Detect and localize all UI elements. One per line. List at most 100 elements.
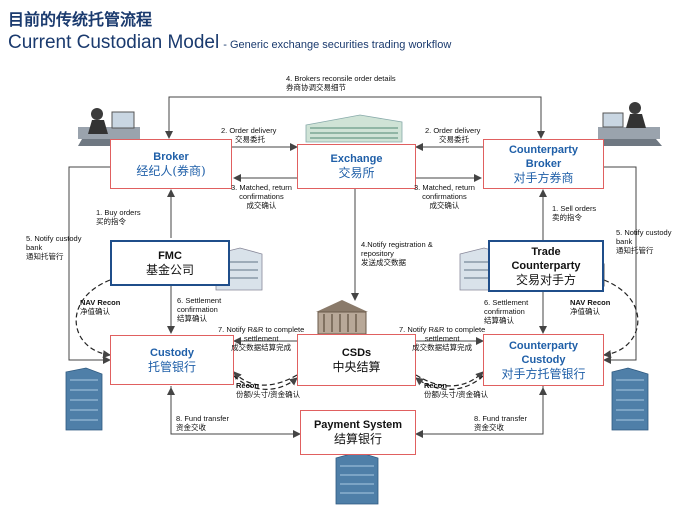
arrow-reconcile-left <box>165 96 355 139</box>
label-text: 发送成交数据 <box>361 258 406 267</box>
label-text: 3. Matched, return <box>231 183 292 192</box>
node-fmc[interactable]: FMC 基金公司 <box>110 240 230 286</box>
dashed-recon-right-return <box>415 375 484 390</box>
node-counterparty-broker-cn: 对手方券商 <box>513 170 574 185</box>
label-step7-left: 7. Notify R&R to complete settlement 成交数… <box>218 325 304 352</box>
label-step6-right: 6. Settlement confirmation 结算确认 <box>484 298 528 325</box>
label-text: Recon <box>424 381 447 390</box>
node-broker-en: Broker <box>153 150 189 163</box>
label-text: 6. Settlement <box>484 298 529 307</box>
label-step4-notify: 4.Notify registration & repository 发送成交数… <box>361 240 433 267</box>
node-counterparty-custody[interactable]: Counterparty Custody 对手方托管银行 <box>483 334 604 386</box>
node-csds-en: CSDs <box>341 346 372 359</box>
label-text: confirmations <box>422 192 467 201</box>
label-step7-right: 7. Notify R&R to complete settlement 成交数… <box>399 325 485 352</box>
dashed-recon-left <box>233 371 298 386</box>
node-broker-cn: 经纪人(券商) <box>136 163 206 178</box>
label-text: 4. Brokers reconsile order details <box>286 74 396 83</box>
label-text: confirmation <box>484 307 525 316</box>
label-text: bank <box>26 243 43 252</box>
label-step5-right: 5. Notify custody bank 通知托管行 <box>616 228 671 255</box>
label-text: 8. Fund transfer <box>176 414 229 423</box>
node-counterparty-custody-cn: 对手方托管银行 <box>501 366 586 381</box>
node-payment-system-en: Payment System <box>313 419 403 431</box>
node-exchange[interactable]: Exchange 交易所 <box>297 144 416 189</box>
title-english: Current Custodian Model- Generic exchang… <box>8 32 451 54</box>
arrow-notify-custody-right <box>603 166 637 364</box>
label-text: 通知托管行 <box>26 252 64 261</box>
label-text: 7. Notify R&R to complete <box>218 325 305 334</box>
node-counterparty-broker[interactable]: Counterparty Broker 对手方券商 <box>483 139 604 189</box>
label-text: 成交数据结算完成 <box>412 343 473 352</box>
label-text: settlement <box>424 334 460 343</box>
node-broker[interactable]: Broker 经纪人(券商) <box>110 139 232 189</box>
label-step8-right: 8. Fund transfer 资金交收 <box>474 414 527 432</box>
arrow-reconcile-right <box>355 96 545 139</box>
person-at-computer-icon <box>78 108 140 146</box>
label-text: 成交数据结算完成 <box>231 343 292 352</box>
node-trade-counterparty[interactable]: Trade Counterparty 交易对手方 <box>488 240 604 292</box>
label-text: 成交确认 <box>429 201 460 210</box>
label-text: 8. Fund transfer <box>474 414 527 423</box>
label-text: NAV Recon <box>570 298 611 307</box>
node-fmc-en: FMC <box>158 249 182 262</box>
arrow-fund-transfer-right-return <box>500 387 547 435</box>
person-at-computer-icon <box>594 102 662 146</box>
dashed-recon-right <box>415 371 484 387</box>
label-step2-left: 2. Order delivery 交易委托 <box>221 126 276 144</box>
label-recon-right: Recon 份额/头寸/资金确认 <box>424 381 488 399</box>
node-custody-en: Custody <box>150 346 194 359</box>
label-text: repository <box>361 249 394 258</box>
node-fmc-cn: 基金公司 <box>145 262 194 277</box>
label-text: 6. Settlement <box>177 296 222 305</box>
label-step5-left: 5. Notify custody bank 通知托管行 <box>26 234 81 261</box>
label-text: 结算确认 <box>177 314 207 323</box>
node-custody-cn: 托管银行 <box>147 359 196 374</box>
label-text: 结算确认 <box>484 316 514 325</box>
label-text: 卖的指令 <box>552 213 582 222</box>
label-text: 5. Notify custody <box>616 228 672 237</box>
label-text: Recon <box>236 381 259 390</box>
bank-building-icon <box>316 300 368 335</box>
label-step1-sell: 1. Sell orders 卖的指令 <box>552 204 596 222</box>
title-chinese: 目前的传统托管流程 <box>8 10 153 29</box>
label-step2-right: 2. Order delivery 交易委托 <box>425 126 480 144</box>
node-payment-system[interactable]: Payment System 结算银行 <box>300 410 416 455</box>
label-step1-buy: 1. Buy orders 买的指令 <box>96 208 141 226</box>
label-step3-right: 3. Matched, return confirmations 成交确认 <box>414 183 475 210</box>
label-text: 1. Sell orders <box>552 204 597 213</box>
label-text: bank <box>616 237 633 246</box>
node-custody[interactable]: Custody 托管银行 <box>110 335 234 385</box>
label-text: 交易委托 <box>439 135 469 144</box>
node-exchange-en: Exchange <box>330 153 383 165</box>
label-recon-left: Recon 份额/头寸/资金确认 <box>236 381 300 399</box>
node-csds[interactable]: CSDs 中央结算 <box>297 334 416 386</box>
node-payment-system-cn: 结算银行 <box>333 432 382 446</box>
label-step8-left: 8. Fund transfer 资金交收 <box>176 414 229 432</box>
label-text: 券商协调交易细节 <box>286 83 346 92</box>
label-step3-left: 3. Matched, return confirmations 成交确认 <box>231 183 292 210</box>
label-text: 成交确认 <box>246 201 277 210</box>
node-trade-counterparty-cn: 交易对手方 <box>515 272 576 287</box>
tower-building-icon <box>65 367 103 431</box>
label-step4-reconcile: 4. Brokers reconsile order details 券商协调交… <box>286 74 396 92</box>
label-text: 份额/头寸/资金确认 <box>236 390 301 399</box>
dashed-recon-left-return <box>233 375 298 390</box>
label-text: confirmations <box>239 192 284 201</box>
label-text: 7. Notify R&R to complete <box>399 325 486 334</box>
label-text: 净值确认 <box>80 307 110 316</box>
label-nav-recon-right: NAV Recon 净值确认 <box>570 298 610 316</box>
label-text: 通知托管行 <box>616 246 654 255</box>
label-text: 5. Notify custody <box>26 234 82 243</box>
node-trade-counterparty-en: Trade Counterparty <box>511 245 581 272</box>
label-nav-recon-left: NAV Recon 净值确认 <box>80 298 120 316</box>
node-counterparty-custody-en: Counterparty Custody <box>508 339 579 366</box>
label-text: 交易委托 <box>235 135 265 144</box>
label-text: 买的指令 <box>96 217 126 226</box>
arrow-fund-transfer-left-return <box>167 387 220 435</box>
dashed-nav-recon-left <box>75 279 111 359</box>
subtitle: - Generic exchange securities trading wo… <box>223 39 452 51</box>
node-csds-cn: 中央结算 <box>332 359 381 374</box>
label-text: 2. Order delivery <box>425 126 481 135</box>
label-text: 净值确认 <box>570 307 600 316</box>
